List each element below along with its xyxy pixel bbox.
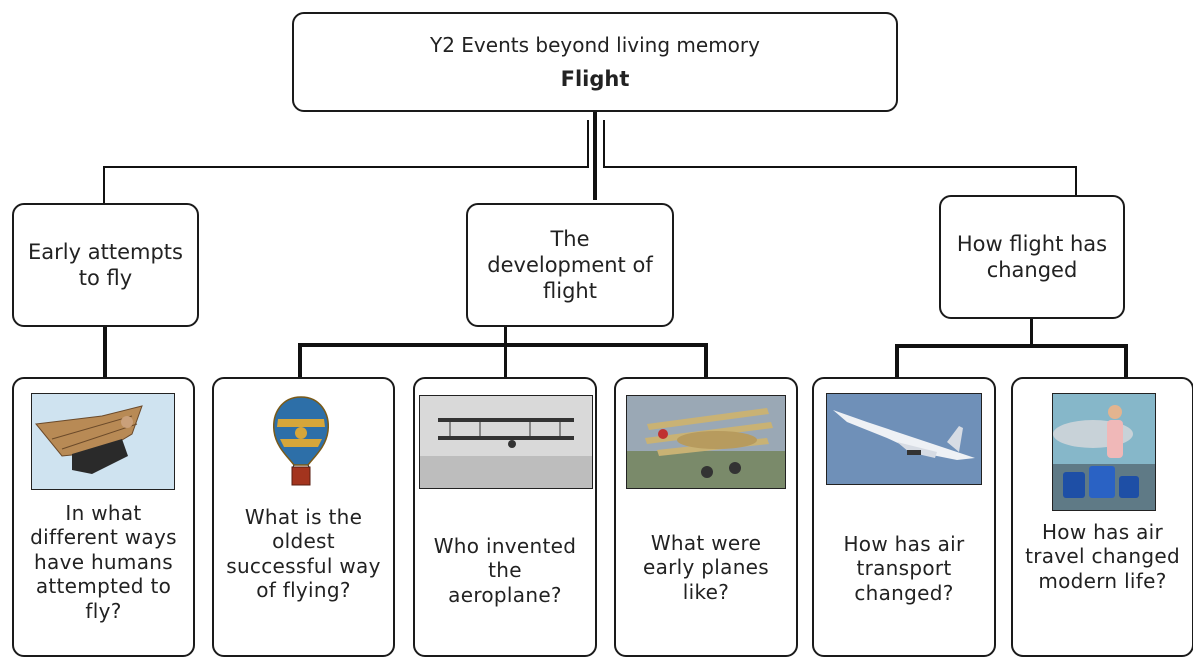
connector bbox=[103, 166, 589, 168]
traveller-luggage-icon bbox=[1052, 393, 1156, 511]
connector bbox=[1030, 318, 1033, 346]
triplane-icon bbox=[626, 395, 786, 489]
connector bbox=[593, 112, 597, 200]
hot-air-balloon-icon bbox=[270, 395, 332, 493]
root-node: Y2 Events beyond living memory Flight bbox=[292, 12, 898, 112]
connector bbox=[298, 343, 302, 378]
connector bbox=[298, 343, 708, 347]
connector bbox=[704, 343, 708, 378]
wright-flyer-icon bbox=[419, 395, 593, 489]
connector bbox=[895, 344, 1128, 348]
connector bbox=[603, 166, 1077, 168]
connector bbox=[603, 120, 605, 168]
connector bbox=[504, 325, 507, 377]
root-title: Flight bbox=[560, 67, 630, 91]
question-text: How has air travel changed modern life? bbox=[1025, 520, 1180, 593]
branch-node-development: The development of flight bbox=[466, 203, 674, 327]
branch-label: Early attempts to fly bbox=[28, 239, 183, 290]
connector bbox=[103, 166, 105, 204]
branch-label: How flight has changed bbox=[956, 231, 1108, 282]
branch-node-how-changed: How flight has changed bbox=[939, 195, 1125, 319]
question-text: What were early planes like? bbox=[642, 531, 770, 604]
concorde-icon bbox=[826, 393, 982, 485]
question-text: Who invented the aeroplane? bbox=[433, 534, 577, 607]
ornithopter-icon bbox=[31, 393, 175, 490]
connector bbox=[895, 344, 899, 378]
question-text: How has air transport changed? bbox=[843, 532, 965, 605]
connector bbox=[103, 326, 107, 378]
connector bbox=[1075, 166, 1077, 196]
branch-node-early-attempts: Early attempts to fly bbox=[12, 203, 199, 327]
root-subtitle: Y2 Events beyond living memory bbox=[430, 33, 760, 57]
question-text: What is the oldest successful way of fly… bbox=[226, 505, 381, 603]
connector bbox=[1124, 344, 1128, 378]
connector bbox=[587, 120, 589, 168]
branch-label: The development of flight bbox=[487, 226, 653, 304]
question-text: In what different ways have humans attem… bbox=[30, 501, 177, 623]
